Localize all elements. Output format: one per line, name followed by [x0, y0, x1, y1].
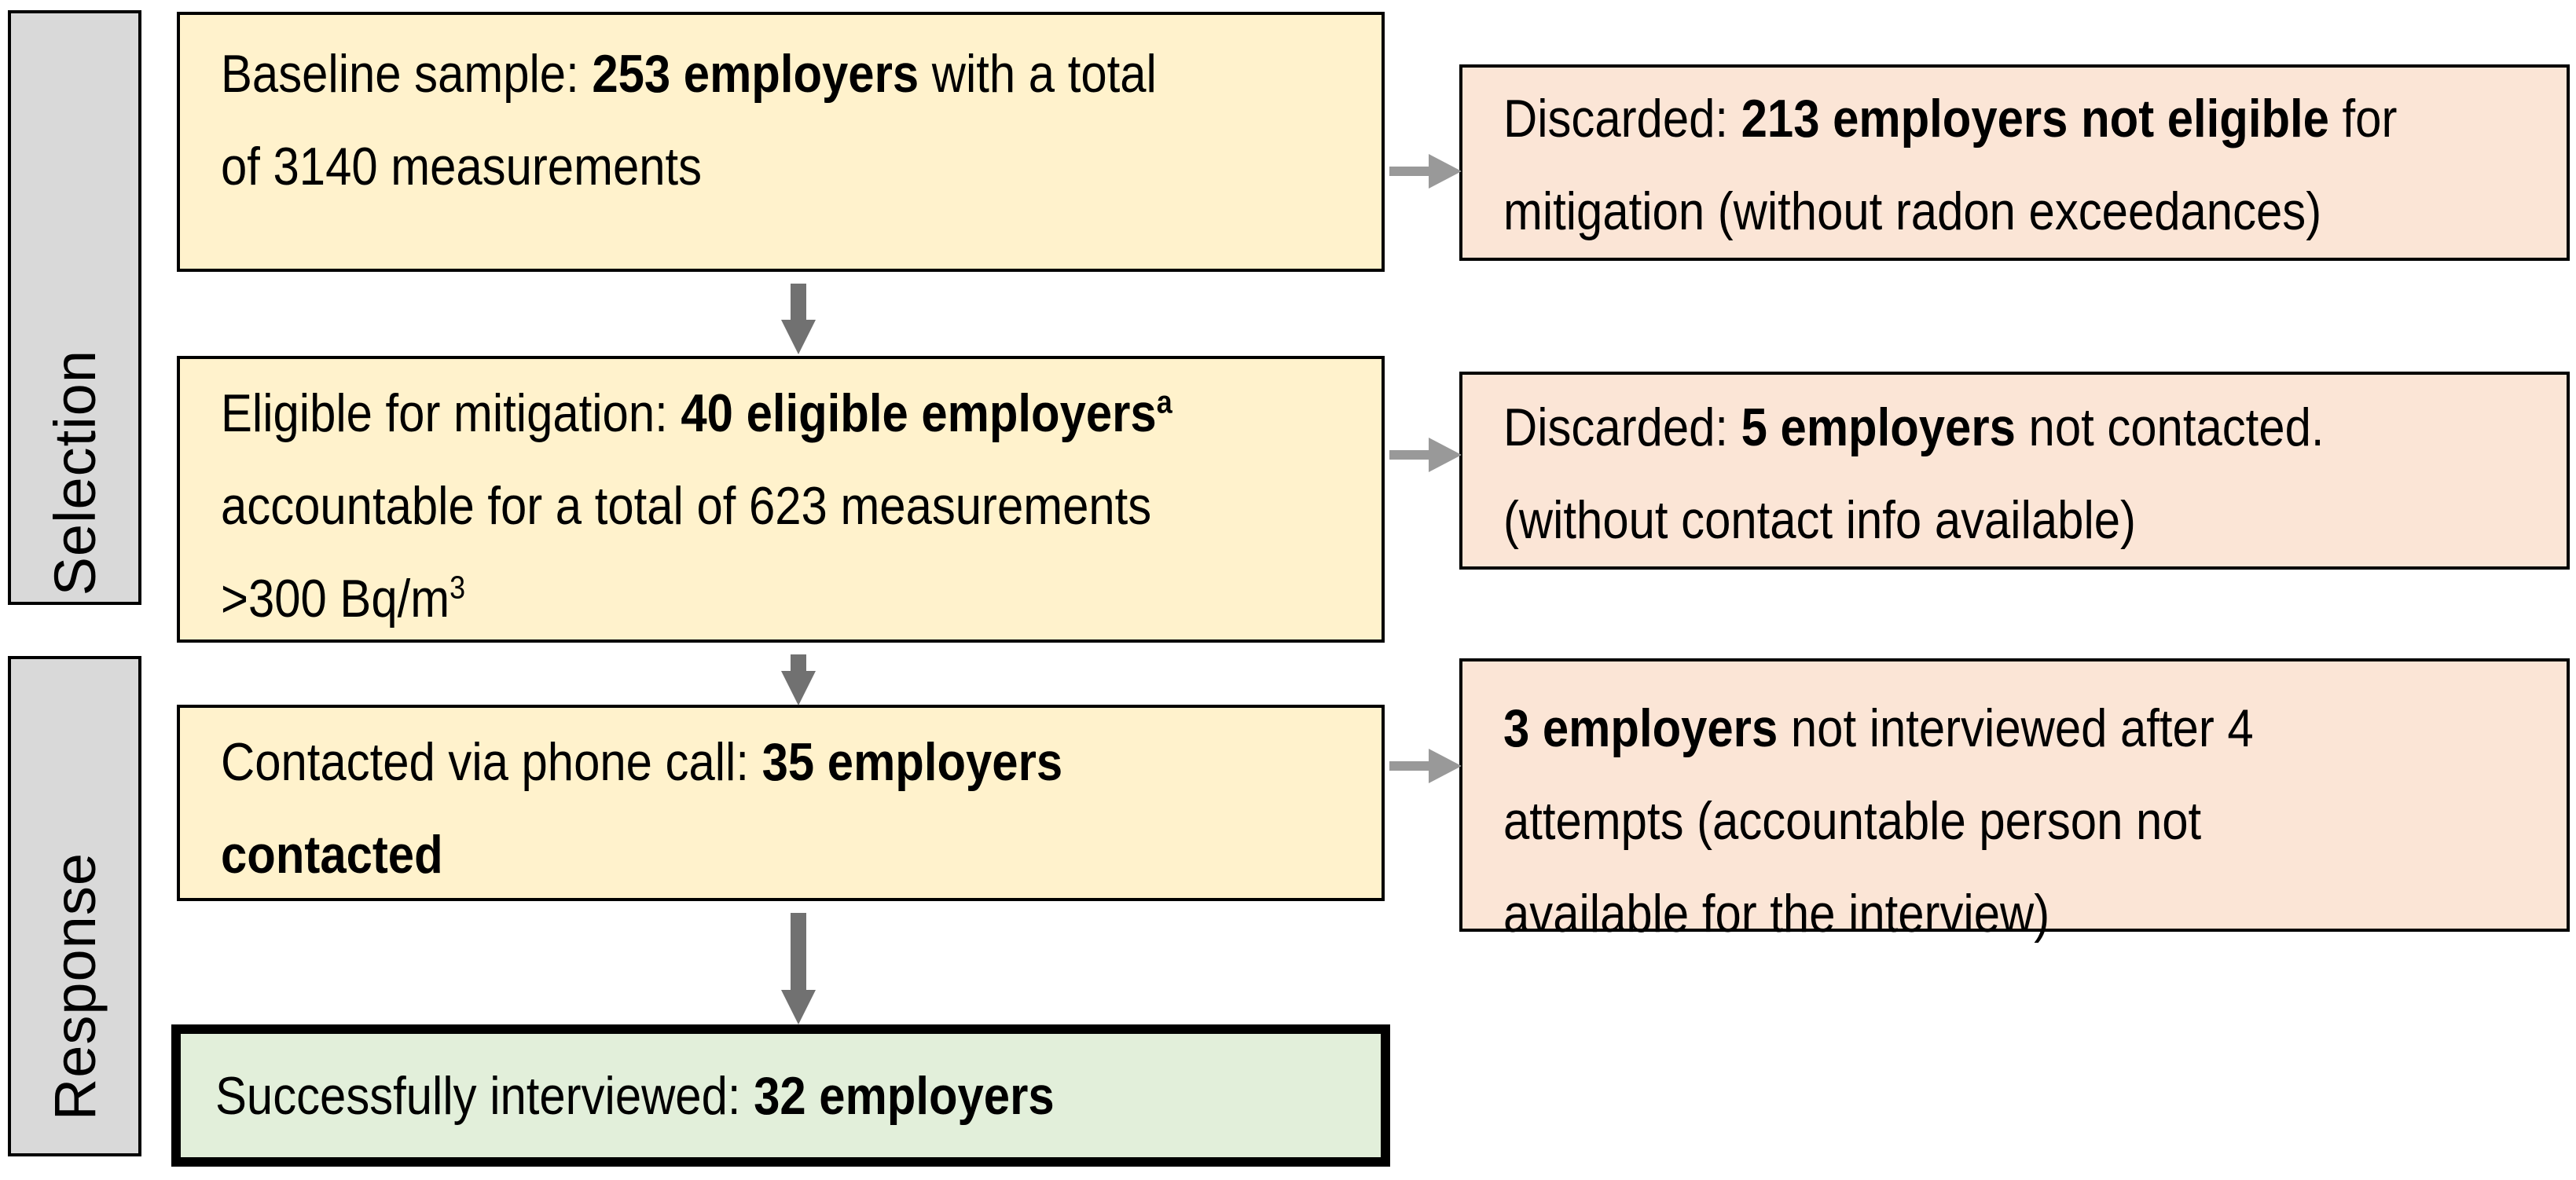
- arrow-stem: [1389, 167, 1429, 176]
- text-line: Contacted via phone call: 35 employers: [221, 732, 1063, 792]
- eligible-for-mitigation-box: Eligible for mitigation: 40 eligible emp…: [177, 356, 1385, 643]
- response-stage-label: Response: [42, 852, 108, 1120]
- flow-arrow-right-icon: [1389, 749, 1462, 783]
- text-line: mitigation (without radon exceedances): [1503, 181, 2322, 241]
- successfully-interviewed-box: Successfully interviewed: 32 employers: [171, 1024, 1390, 1167]
- arrow-stem: [791, 654, 806, 671]
- text-line: Eligible for mitigation: 40 eligible emp…: [221, 383, 1172, 443]
- text-line: accountable for a total of 623 measureme…: [221, 476, 1152, 536]
- discarded-not-contacted-box: Discarded: 5 employers not contacted. (w…: [1459, 372, 2570, 570]
- text-line: Successfully interviewed: 32 employers: [215, 1065, 1055, 1126]
- selection-stage-label: Selection: [42, 349, 108, 595]
- text-line: >300 Bq/m3: [221, 569, 466, 628]
- arrow-head-icon: [781, 671, 816, 705]
- text-line: of 3140 measurements: [221, 137, 703, 196]
- flow-arrow-down-icon: [781, 654, 816, 705]
- arrow-head-icon: [1429, 438, 1462, 472]
- text-line: available for the interview): [1503, 884, 2050, 944]
- arrow-stem: [1389, 761, 1429, 771]
- arrow-head-icon: [781, 990, 816, 1024]
- text-line: 3 employers not interviewed after 4: [1503, 698, 2254, 758]
- arrow-head-icon: [1429, 154, 1462, 189]
- contacted-via-phone-box: Contacted via phone call: 35 employers c…: [177, 705, 1385, 901]
- selection-stage-box: Selection: [8, 10, 141, 605]
- baseline-sample-box: Baseline sample: 253 employers with a to…: [177, 12, 1385, 272]
- response-stage-box: Response: [8, 656, 141, 1156]
- text-line: contacted: [221, 825, 443, 885]
- arrow-head-icon: [1429, 749, 1462, 783]
- text-line: Baseline sample: 253 employers with a to…: [221, 44, 1157, 104]
- flow-arrow-down-icon: [781, 284, 816, 354]
- arrow-stem: [1389, 450, 1429, 460]
- text-line: attempts (accountable person not: [1503, 791, 2202, 851]
- flow-arrow-down-icon: [781, 913, 816, 1024]
- discarded-not-eligible-box: Discarded: 213 employers not eligible fo…: [1459, 64, 2570, 261]
- arrow-stem: [791, 913, 806, 990]
- not-interviewed-box: 3 employers not interviewed after 4 atte…: [1459, 658, 2570, 944]
- arrow-head-icon: [781, 320, 816, 354]
- flow-arrow-right-icon: [1389, 154, 1462, 189]
- arrow-stem: [791, 284, 806, 320]
- text-line: (without contact info available): [1503, 490, 2136, 550]
- flow-arrow-right-icon: [1389, 438, 1462, 472]
- text-line: Discarded: 5 employers not contacted.: [1503, 398, 2325, 457]
- text-line: Discarded: 213 employers not eligible fo…: [1503, 89, 2398, 148]
